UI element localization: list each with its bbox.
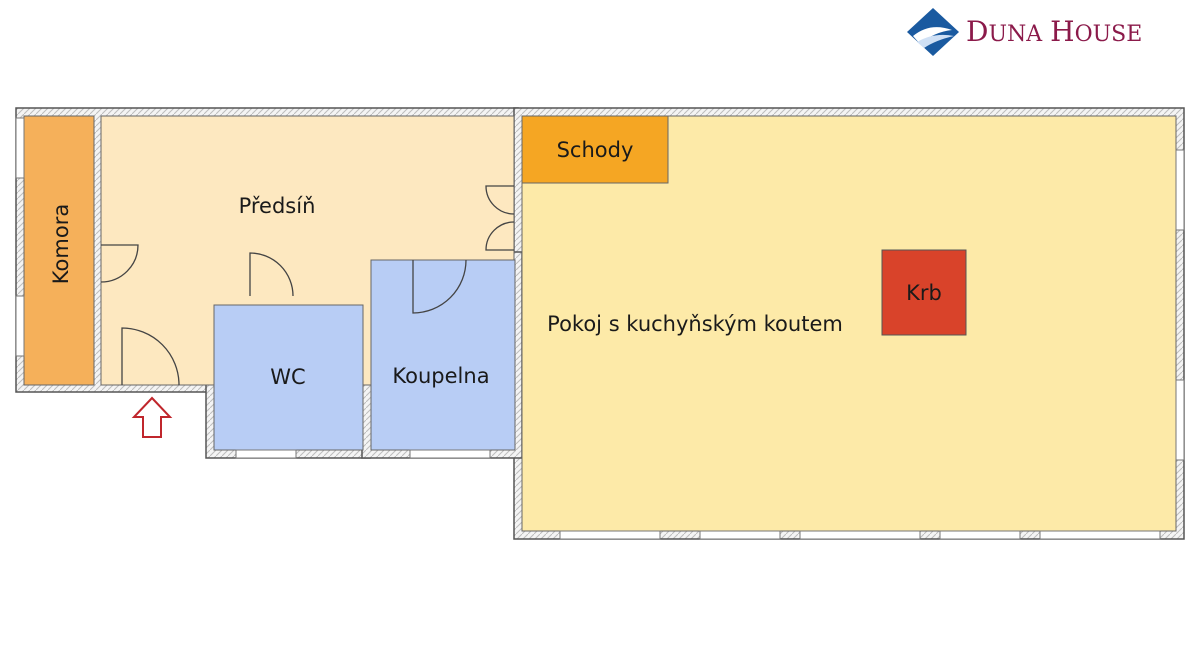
duna-house-logo: DUNA HOUSE — [907, 8, 1142, 56]
label-komora: Komora — [49, 204, 73, 284]
doors — [100, 185, 515, 386]
logo-diamond-icon — [907, 8, 959, 56]
label-schody: Schody — [557, 138, 634, 162]
label-predsin: Předsíň — [239, 194, 316, 218]
logo-letter-h: H — [1050, 15, 1074, 48]
label-krb: Krb — [906, 281, 942, 305]
entrance-arrow-icon — [131, 396, 173, 438]
room-schody — [521, 115, 669, 184]
room-koupelna — [370, 259, 516, 451]
label-koupelna: Koupelna — [392, 364, 489, 388]
room-komora — [23, 115, 95, 386]
windows — [15, 117, 1185, 540]
logo-letter-d: D — [966, 15, 988, 48]
fireplace-krb — [881, 249, 967, 336]
label-wc: WC — [270, 365, 305, 389]
logo-word-ouse: OUSE — [1075, 22, 1143, 47]
room-wc — [213, 304, 364, 451]
label-pokoj: Pokoj s kuchyňským koutem — [547, 312, 843, 336]
room-pokoj — [521, 115, 1177, 532]
logo-word-una: UNA — [988, 22, 1043, 47]
